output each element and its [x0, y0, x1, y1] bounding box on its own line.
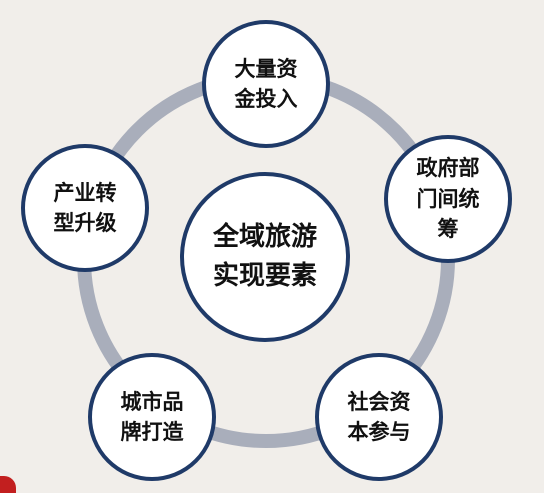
element-industry: 产业转 型升级 — [21, 144, 149, 272]
element-investment: 大量资 金投入 — [202, 20, 330, 148]
element-government: 政府部 门间统 筹 — [384, 135, 512, 263]
element-brand: 城市品 牌打造 — [88, 353, 216, 481]
element-government-label: 政府部 门间统 筹 — [416, 156, 480, 242]
element-social-capital: 社会资 本参与 — [315, 353, 443, 481]
element-industry-label: 产业转 型升级 — [53, 180, 117, 235]
element-social-capital-label: 社会资 本参与 — [347, 389, 411, 444]
center-label: 全域旅游 实现要素 — [212, 222, 317, 291]
element-brand-label: 城市品 牌打造 — [120, 389, 184, 444]
corner-red-mark — [0, 476, 16, 493]
center-node: 全域旅游 实现要素 — [180, 172, 350, 342]
element-investment-label: 大量资 金投入 — [234, 56, 298, 111]
